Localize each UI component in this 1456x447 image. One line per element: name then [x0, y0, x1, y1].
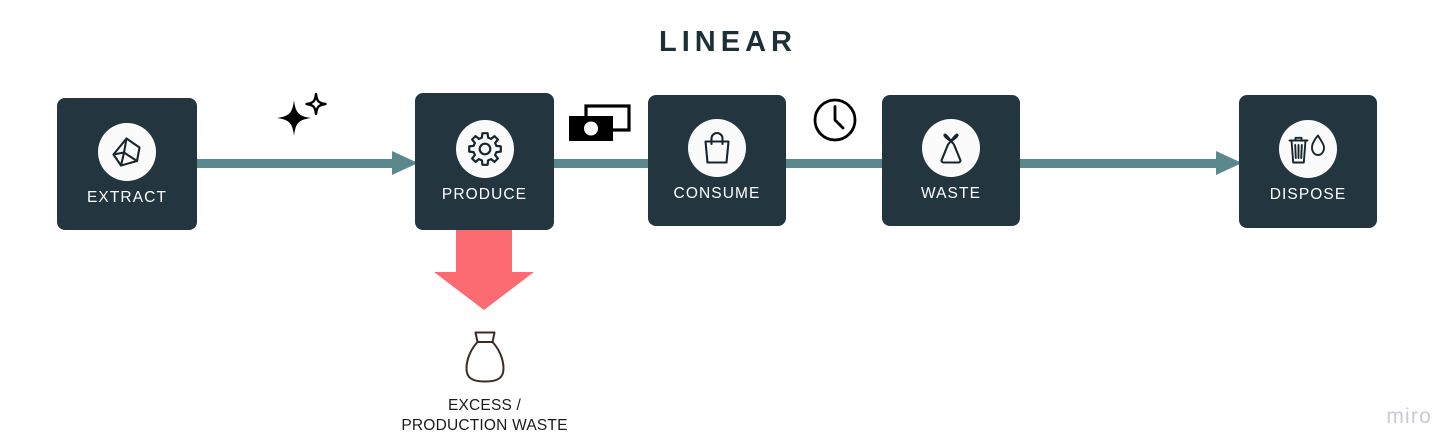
- production-waste-arrow: [434, 228, 534, 310]
- clock-icon: [812, 97, 858, 143]
- gear-icon: [455, 120, 514, 179]
- stage-label-waste: WASTE: [920, 185, 982, 203]
- outcome-label: EXCESS / PRODUCTION WASTE: [401, 396, 567, 437]
- outcome-label-line2: PRODUCTION WASTE: [401, 417, 568, 435]
- stage-card-waste[interactable]: WASTE: [882, 95, 1020, 226]
- connector-extract-to-produce: [196, 150, 418, 176]
- outcome-excess-production-waste: EXCESS / PRODUCTION WASTE: [401, 330, 567, 437]
- stage-card-consume[interactable]: CONSUME: [648, 95, 786, 226]
- trash-bag-icon: [922, 119, 980, 178]
- miro-watermark: miro: [1386, 405, 1432, 428]
- page-title: LINEAR: [659, 26, 797, 58]
- sack-icon: [461, 330, 509, 384]
- connector-consume-to-waste: [784, 150, 884, 176]
- stage-label-produce: PRODUCE: [441, 186, 528, 204]
- stage-card-extract[interactable]: EXTRACT: [57, 98, 197, 230]
- stage-label-extract: EXTRACT: [86, 188, 168, 206]
- outcome-label-line1: EXCESS /: [447, 397, 522, 414]
- stage-card-produce[interactable]: PRODUCE: [415, 93, 554, 230]
- stage-card-dispose[interactable]: DISPOSE: [1239, 95, 1377, 228]
- money-icon: [567, 104, 631, 144]
- stage-label-consume: CONSUME: [673, 185, 761, 203]
- sparkles-icon: [268, 92, 336, 146]
- shopping-bag-icon: [688, 119, 746, 178]
- trash-flame-icon: [1279, 120, 1337, 179]
- gem-icon: [98, 122, 156, 181]
- connector-produce-to-consume: [552, 150, 650, 176]
- stage-label-dispose: DISPOSE: [1269, 186, 1347, 204]
- connector-waste-to-dispose: [1018, 150, 1242, 176]
